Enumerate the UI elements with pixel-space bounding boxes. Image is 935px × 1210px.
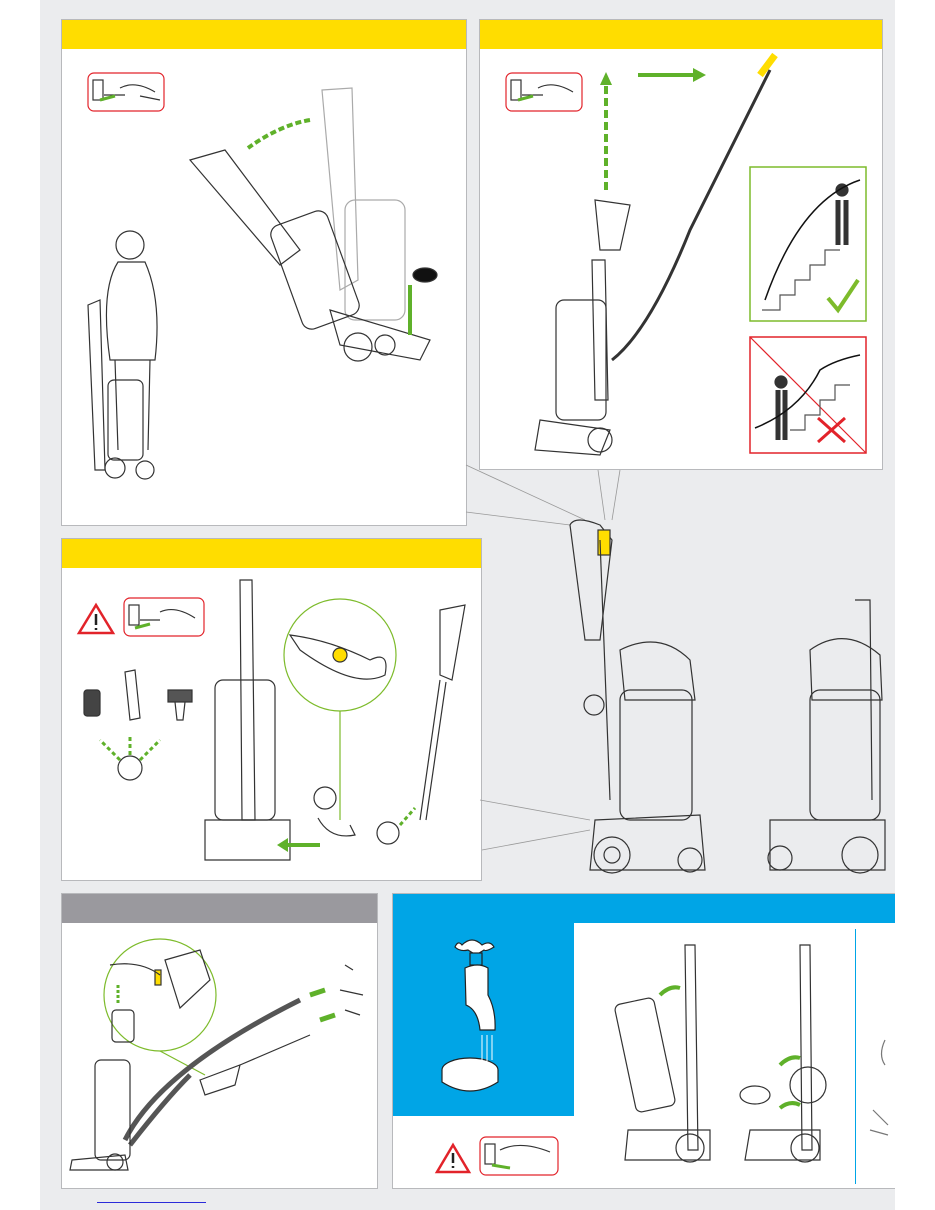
zoom-circle xyxy=(103,938,217,1052)
panel-tools xyxy=(61,538,482,881)
vacuum-filter-removal xyxy=(739,944,827,1163)
vacuum-upright xyxy=(87,299,155,480)
footer-link-underline[interactable] xyxy=(97,1202,206,1203)
crevice-tool xyxy=(124,669,141,721)
cross-mark-icon xyxy=(817,416,846,444)
water-tap-icon xyxy=(441,939,499,1092)
vacuum-bin-removal xyxy=(614,944,711,1163)
warning-triangle-icon xyxy=(434,1142,472,1174)
foot-press-icon xyxy=(412,267,438,283)
divider-line xyxy=(855,929,856,1184)
vacuum-with-wand xyxy=(534,52,778,456)
panel-header-yellow xyxy=(62,539,481,568)
vacuum-main xyxy=(569,519,706,874)
panel-recline xyxy=(61,19,467,526)
person-figure xyxy=(105,230,158,451)
panel-header-yellow xyxy=(62,20,466,49)
unplug-icon xyxy=(123,597,205,637)
warning-triangle-icon xyxy=(76,602,116,635)
release-button-icon xyxy=(117,755,143,781)
panel-header-gray xyxy=(62,894,377,923)
brush-tool xyxy=(83,689,101,717)
arrow-recline xyxy=(246,118,311,150)
unplug-icon xyxy=(505,72,583,112)
wand-tool xyxy=(419,604,466,821)
vacuum-tall xyxy=(204,579,291,861)
vacuum-reclined xyxy=(188,149,431,362)
panel-wand xyxy=(479,19,883,470)
check-mark-icon xyxy=(826,278,860,314)
vacuum-main-rear xyxy=(767,599,886,874)
unplug-icon xyxy=(87,72,165,112)
unplug-icon xyxy=(479,1136,559,1176)
vacuum-reclined-ghost xyxy=(321,87,406,321)
stairs-correct-box xyxy=(749,166,867,322)
stairs-wrong-box xyxy=(749,336,867,454)
panel-header-yellow xyxy=(480,20,882,49)
stair-tool xyxy=(167,689,193,721)
panel-header-blue xyxy=(393,894,895,923)
